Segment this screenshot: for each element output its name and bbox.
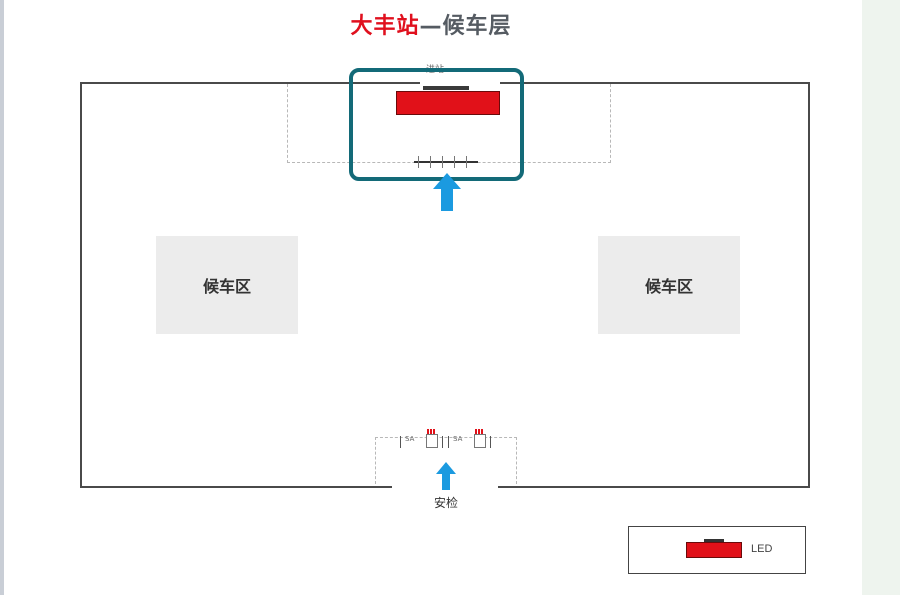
page-title: 大丰站—候车层 <box>0 8 862 40</box>
led-highlight-frame <box>349 68 524 181</box>
gate-tick <box>442 156 443 168</box>
security-check-label: 安检 <box>433 496 458 510</box>
legend-box: LED <box>628 526 806 574</box>
scanner-box <box>426 434 438 448</box>
device-mark <box>490 436 491 448</box>
station-name: 大丰站 <box>350 14 420 39</box>
title-separator: — <box>419 14 443 39</box>
scanner-light <box>475 429 487 434</box>
led-screen[interactable] <box>396 91 500 115</box>
north-entrance-gap <box>420 80 500 86</box>
floor-name: 候车层 <box>442 14 512 39</box>
legend-led-label: LED <box>751 543 773 555</box>
right-side-panel <box>862 0 900 595</box>
ticket-gate-line <box>414 161 478 163</box>
scanner-box <box>474 434 486 448</box>
up-arrow-icon <box>433 173 461 211</box>
security-area-outline <box>375 437 517 484</box>
gate-tick <box>418 156 419 168</box>
waiting-zone-right[interactable]: 候车区 <box>598 236 740 334</box>
device-mark <box>442 436 443 448</box>
gate-tick <box>430 156 431 168</box>
device-tag: SA <box>453 435 463 443</box>
scanner-light <box>427 429 439 434</box>
legend-led-cap <box>704 539 724 542</box>
left-edge-strip <box>0 0 4 595</box>
device-mark <box>448 436 449 448</box>
up-arrow-icon <box>436 462 456 490</box>
led-screen-icon <box>686 542 742 558</box>
security-device-2: SA <box>448 429 496 456</box>
gate-tick <box>454 156 455 168</box>
entrance-door <box>423 86 469 90</box>
security-device-1: SA <box>400 429 448 456</box>
waiting-zone-left[interactable]: 候车区 <box>156 236 298 334</box>
device-mark <box>400 436 401 448</box>
gate-tick <box>466 156 467 168</box>
device-tag: SA <box>405 435 415 443</box>
